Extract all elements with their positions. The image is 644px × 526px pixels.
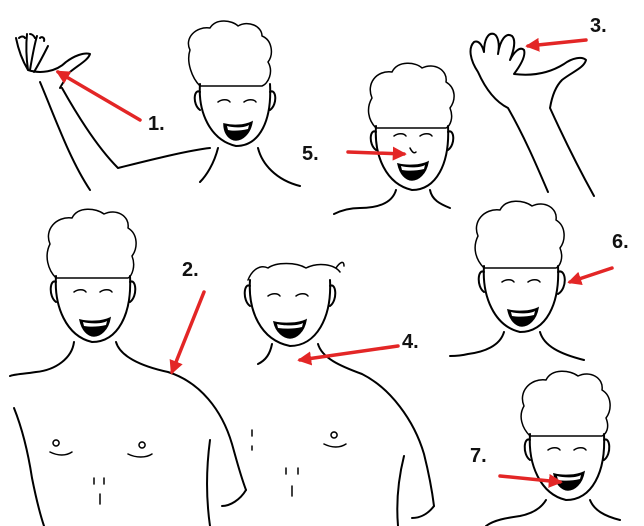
- label-1: 1.: [148, 113, 165, 135]
- label-4: 4.: [402, 331, 419, 353]
- panel-7-mouth: 7.: [470, 371, 620, 526]
- panel-3-palm: 3.: [471, 15, 607, 196]
- panel-5-nose: 5.: [302, 63, 454, 214]
- person-4: [245, 262, 434, 526]
- person-5: [334, 63, 454, 214]
- hand-3-illustration: [471, 34, 594, 196]
- person-2: [10, 209, 246, 526]
- panel-4-neck: 4.: [245, 262, 434, 526]
- arrow-2: [172, 292, 204, 372]
- label-2: 2.: [182, 259, 199, 281]
- label-3: 3.: [590, 15, 607, 37]
- person-7: [486, 371, 620, 526]
- person-6: [450, 201, 584, 360]
- arrow-3: [528, 40, 586, 46]
- arrow-5: [348, 152, 404, 154]
- label-6: 6.: [612, 231, 629, 253]
- arrow-4: [300, 346, 398, 360]
- label-5: 5.: [302, 143, 319, 165]
- panel-1-raised-hand: [16, 21, 300, 190]
- label-7: 7.: [470, 445, 487, 467]
- person-1: [188, 21, 300, 186]
- hand-illustration: [16, 34, 90, 88]
- panel-6-ear: 6.: [450, 201, 629, 360]
- arrow-6: [570, 268, 612, 282]
- panel-2-shoulder: 2.: [10, 209, 246, 526]
- arrow-7: [500, 476, 560, 482]
- arm-illustration: [40, 82, 210, 190]
- arrow-1: [58, 72, 140, 120]
